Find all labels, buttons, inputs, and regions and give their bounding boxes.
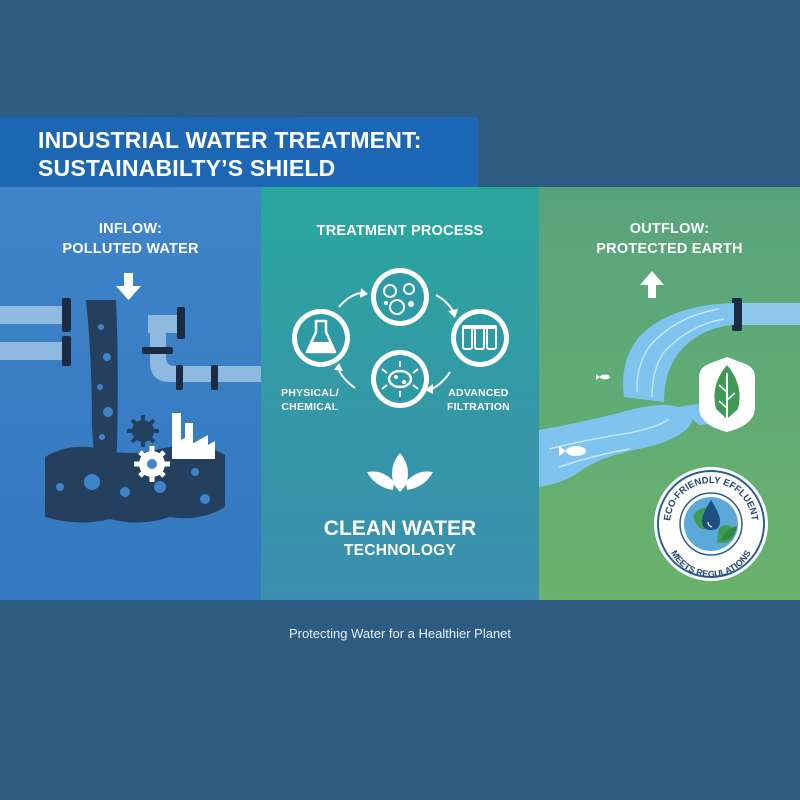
advanced-label-line-2: FILTRATION (447, 401, 510, 413)
treatment-cycle-diagram (292, 268, 509, 492)
advanced-filtration-label: ADVANCED FILTRATION (447, 386, 510, 414)
footer-tagline: Protecting Water for a Healthier Planet (288, 626, 512, 641)
factory-icon (172, 413, 215, 459)
down-arrow-icon (116, 273, 141, 300)
inflow-heading-line-2: POLLUTED WATER (62, 241, 199, 257)
outflow-heading-line-2: PROTECTED EARTH (596, 241, 743, 257)
advanced-label-line-1: ADVANCED (448, 387, 509, 399)
leaf-icon (367, 453, 433, 492)
title-banner: INDUSTRIAL WATER TREATMENT: SUSTAINABILT… (0, 117, 478, 187)
title-line-2: SUSTAINABILTY’S SHIELD (38, 155, 336, 181)
treatment-heading: TREATMENT PROCESS (316, 223, 484, 239)
outflow-heading-line-1: OUTFLOW: (629, 221, 710, 237)
polluted-water-stream (45, 300, 225, 523)
leaf-badge-icon (699, 357, 755, 432)
clean-water-title: CLEAN WATER (323, 517, 477, 540)
polluted-inflow-illustration (0, 273, 261, 523)
clean-river (539, 405, 693, 487)
treatment-panel: TREATMENT PROCESS (261, 187, 539, 600)
filter-cartridge-icon (451, 309, 509, 367)
physical-label-line-1: PHYSICAL/ (281, 387, 339, 399)
flask-icon (292, 309, 350, 367)
inflow-heading: INFLOW: POLLUTED WATER (0, 219, 261, 259)
pipe-left-icon (0, 306, 70, 360)
badge-top-text: ECO-FRIENDLY EFFLUENT (662, 475, 760, 522)
cycle-arrows (338, 292, 454, 390)
inflow-heading-line-1: INFLOW: (98, 221, 163, 237)
fish-icon (559, 374, 610, 456)
clean-waterfall (623, 303, 734, 402)
up-arrow-icon (640, 271, 664, 298)
gear-icon (127, 415, 170, 482)
inflow-panel: INFLOW: POLLUTED WATER (0, 187, 261, 600)
outflow-panel: OUTFLOW: PROTECTED EARTH (539, 187, 800, 600)
eco-badge-text: ECO-FRIENDLY EFFLUENT MEETS REGULATIONS (662, 475, 760, 579)
outflow-heading: OUTFLOW: PROTECTED EARTH (539, 219, 800, 259)
microbe-icon (371, 268, 429, 326)
badge-bottom-text: MEETS REGULATIONS (669, 548, 753, 579)
clean-water-subtitle: TECHNOLOGY (343, 542, 457, 559)
bacteria-icon (371, 350, 429, 408)
physical-label-line-2: CHEMICAL (281, 401, 339, 413)
physical-chemical-label: PHYSICAL/ CHEMICAL (281, 386, 339, 414)
title-line-1: INDUSTRIAL WATER TREATMENT: (38, 127, 422, 153)
pipe-right-icon (142, 307, 261, 390)
outlet-pipe-icon (732, 298, 800, 331)
eco-friendly-badge (654, 467, 768, 581)
clean-outflow-illustration (539, 271, 800, 581)
